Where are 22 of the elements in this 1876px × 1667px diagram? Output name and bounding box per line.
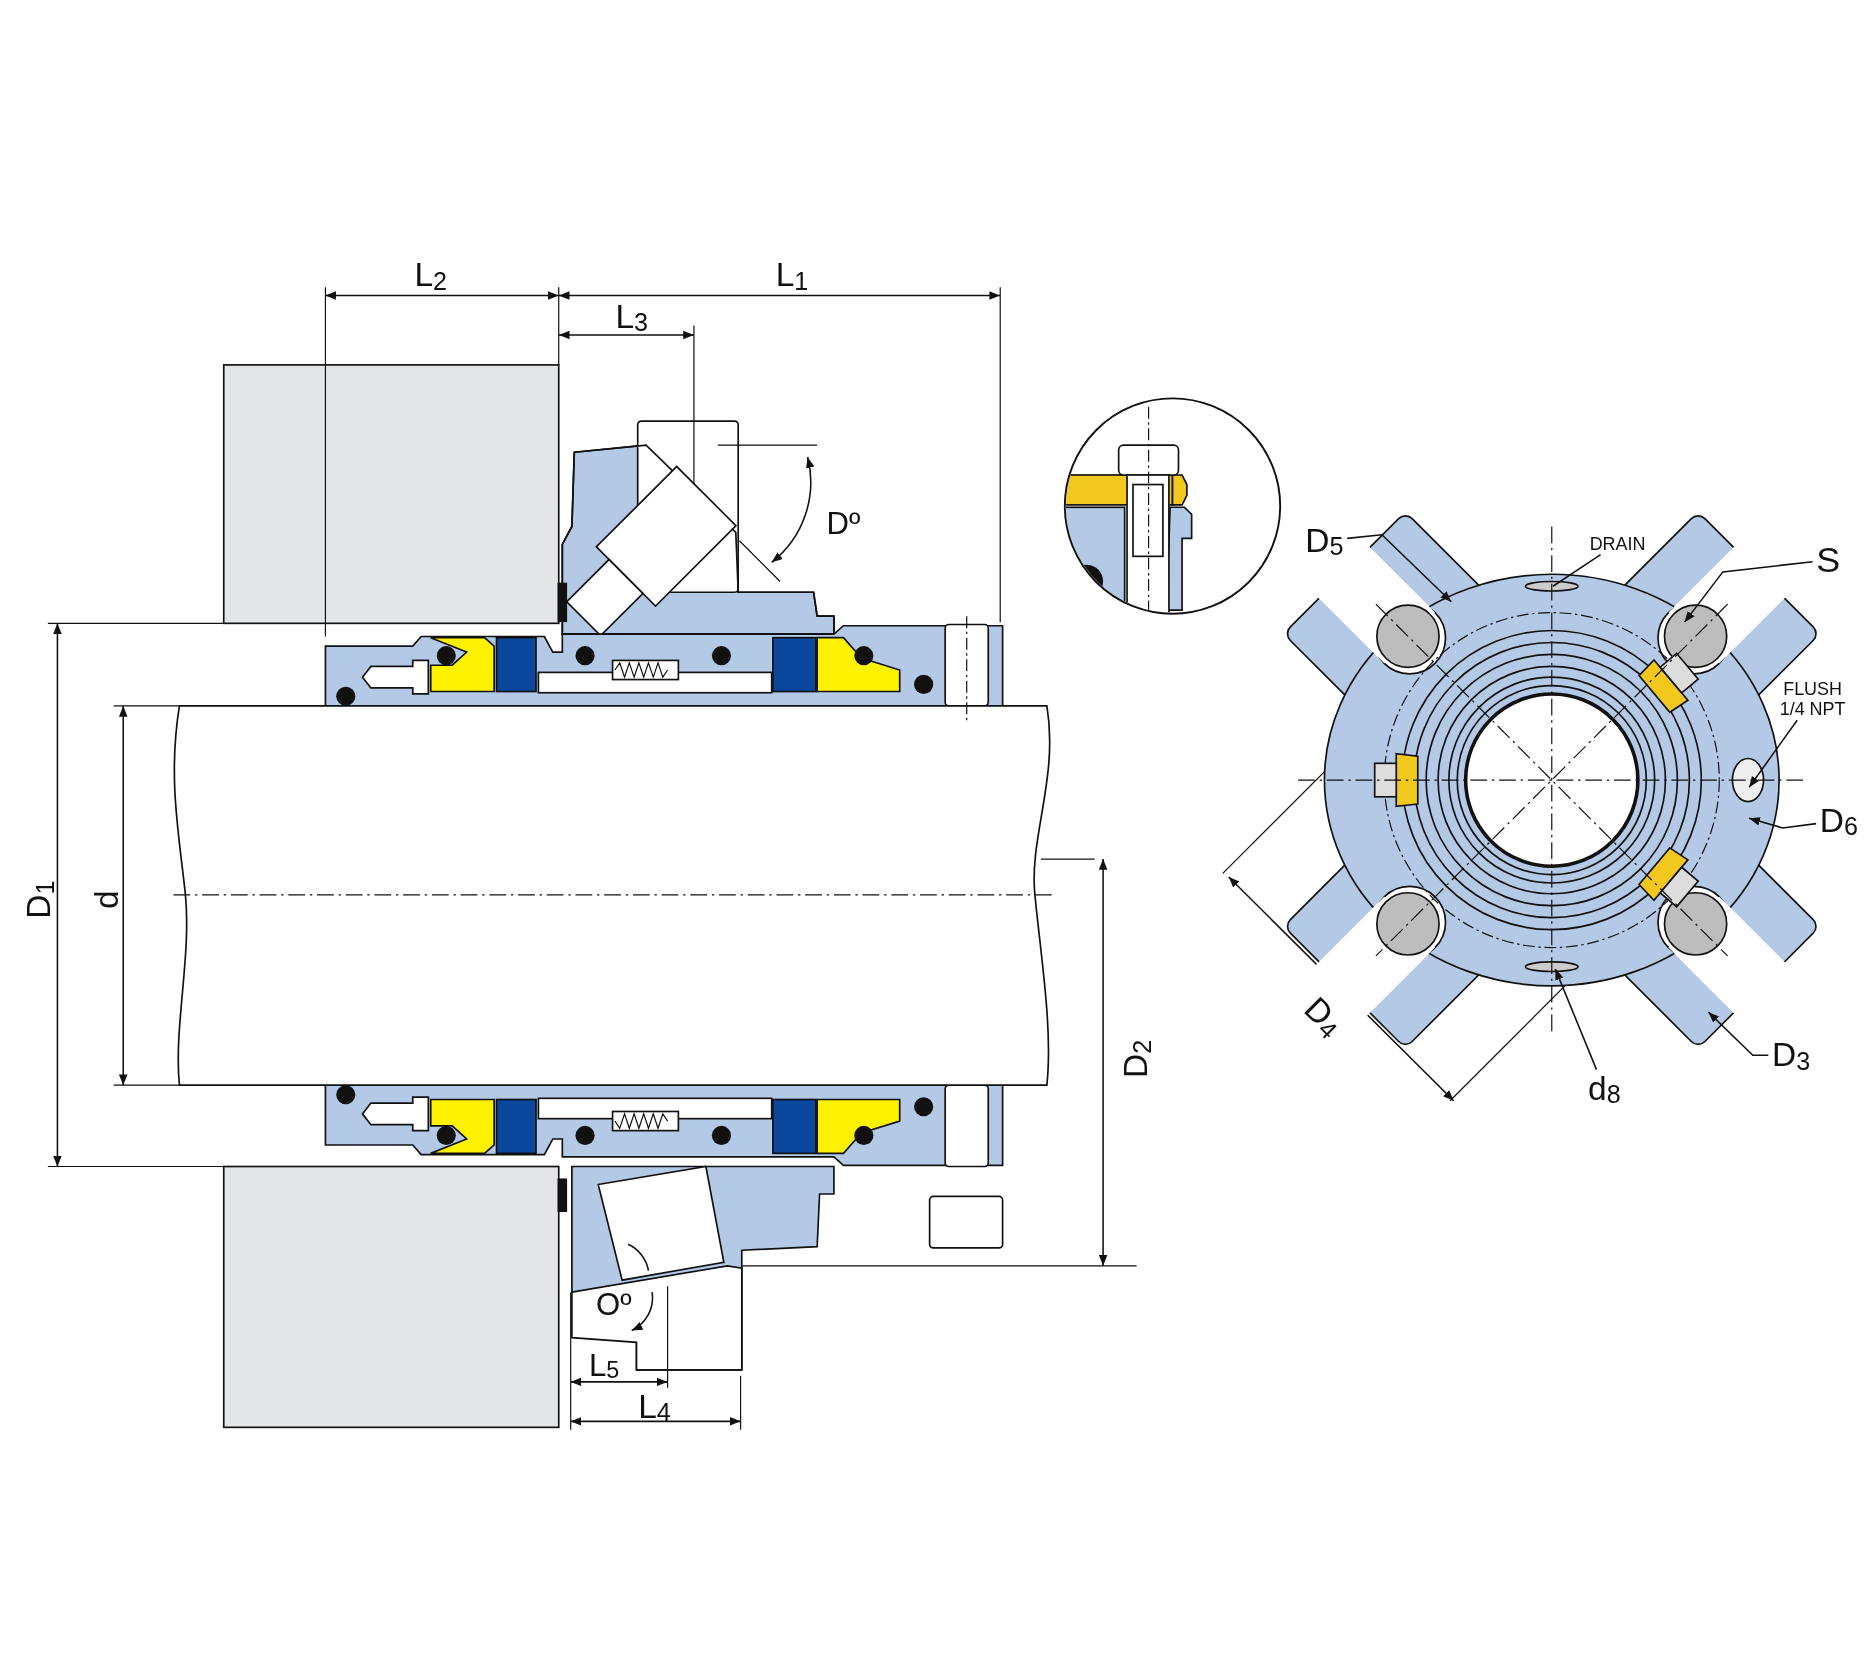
dimension-label: Dº — [826, 507, 861, 539]
leader-line — [1748, 817, 1817, 829]
dimension-label: DRAIN — [1589, 534, 1646, 553]
leader-line — [1748, 719, 1798, 789]
leader-line — [1683, 560, 1814, 623]
dimension-label: L$_{3}$ — [615, 300, 649, 334]
leader-line — [1554, 968, 1598, 1071]
dimension-label: L$_{2}$ — [414, 258, 448, 292]
dimension-label: S — [1816, 542, 1841, 578]
leader-line — [1346, 534, 1453, 603]
dimension-label: D$_{3}$ — [1771, 1038, 1811, 1072]
dimension-label: L$_{5}$ — [589, 1349, 620, 1381]
dimension-label: FLUSH 1/4 NPT — [1770, 679, 1855, 718]
leader-line — [1552, 553, 1602, 588]
dimension-label: L$_{4}$ — [638, 1390, 671, 1424]
leader-line — [1707, 1011, 1770, 1057]
dimension-label: d — [90, 890, 125, 910]
dimension-label: D$_{5}$ — [1305, 524, 1344, 558]
dimension-label: D$_{6}$ — [1819, 804, 1858, 838]
dimension-label: L$_{1}$ — [775, 258, 809, 292]
dimension-label: Oº — [596, 1288, 632, 1320]
dimension-label: d$_{8}$ — [1588, 1072, 1621, 1106]
